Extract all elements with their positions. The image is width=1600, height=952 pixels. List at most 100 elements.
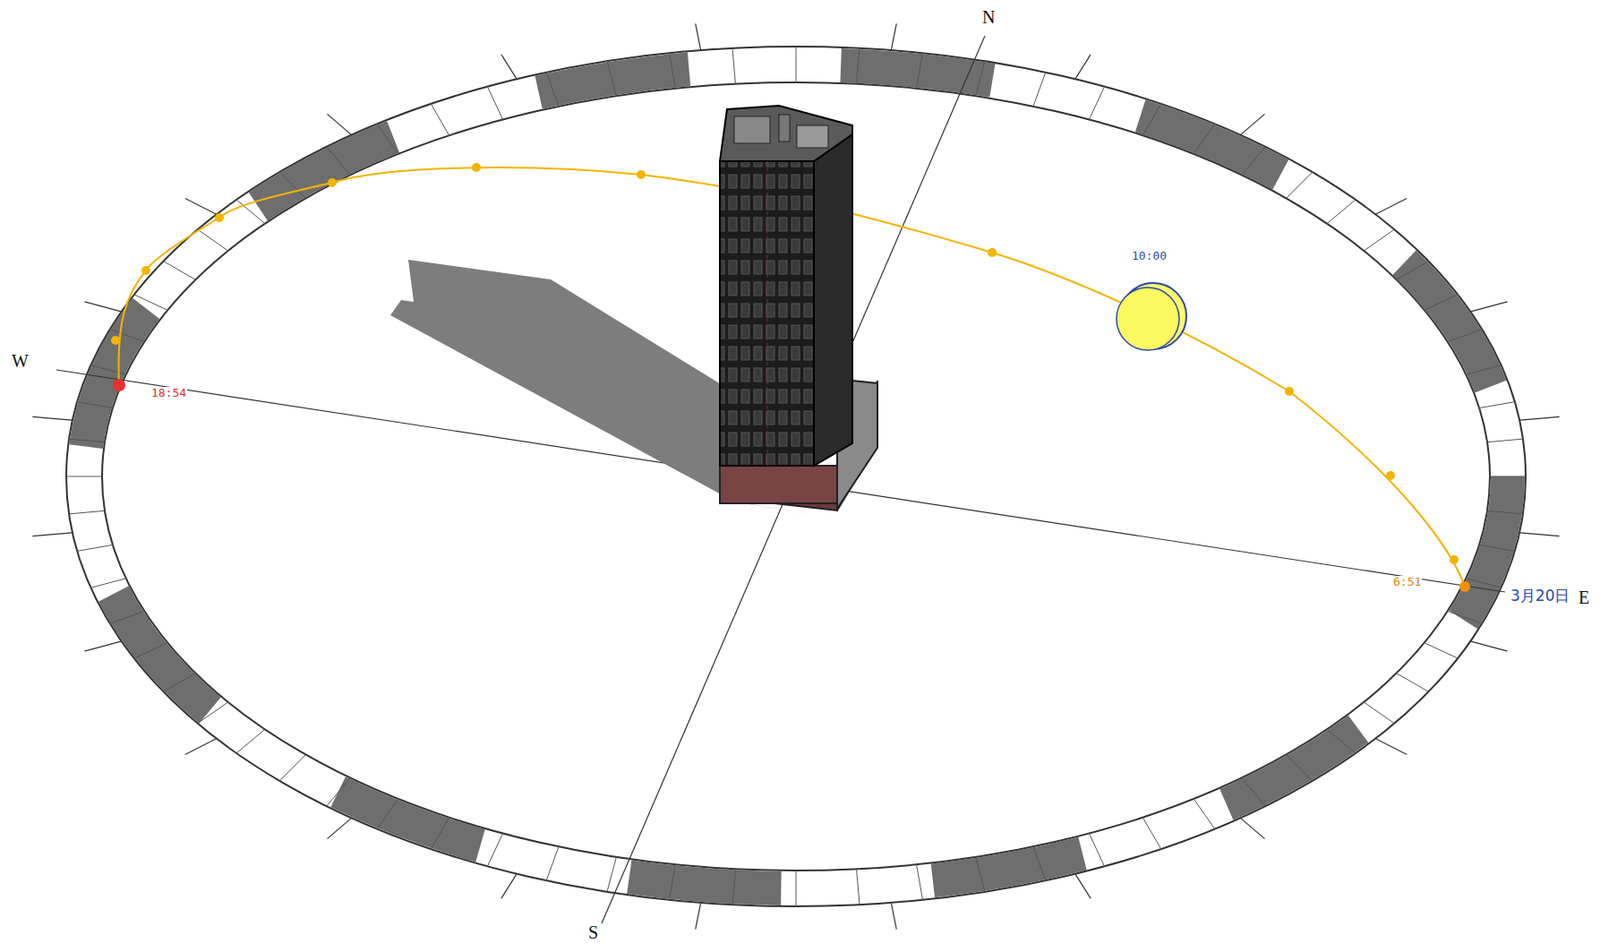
ring-cell [1446,610,1482,624]
ring-tick [891,903,898,930]
ring-cell [1088,832,1105,867]
ring-tick [32,532,72,537]
ring-cell [1285,171,1313,199]
north-south-axis [601,35,985,924]
ring-tick [891,23,898,50]
sunrise-time: 6:51 [1392,575,1422,589]
ring-cell [90,365,128,376]
sunset-marker [112,378,126,392]
ring-cell [1478,544,1515,551]
ring-cell [487,832,504,867]
ring-cell [68,510,106,514]
ring-tick [1520,532,1560,537]
ring-cell [376,123,399,155]
ring-cell [1486,438,1524,443]
ring-tick [326,818,351,839]
ring-cell [732,867,736,906]
ring-cell [65,476,103,478]
ring-cell [1285,753,1313,781]
ring-cell [546,846,559,882]
ring-tick [501,54,517,79]
ring-cell [162,673,196,693]
ring-cell [133,294,168,311]
ring-tick [1240,113,1266,135]
ring-tick [695,903,702,930]
ring-cell [975,855,985,893]
ring-cell [325,146,351,176]
ring-cell [1478,401,1515,408]
ring-cell [236,728,266,753]
ring-cell [109,610,145,624]
ring-tick [84,301,121,312]
ring-cell [795,869,797,907]
ring-cell [1423,642,1458,659]
ring-tick [1375,198,1407,215]
ring-cell [90,578,128,589]
ring-cell [855,867,860,906]
ring-cell [76,544,113,551]
ring-cell [795,45,797,84]
ring-cell [668,863,676,900]
ring-cell [133,642,168,659]
ring-cell [1486,510,1524,514]
time-label: 10:00 [1130,249,1168,263]
ring-tick [1240,818,1266,839]
ring-cell [975,59,985,97]
ring-cell [430,102,450,136]
ring-cell [76,401,113,408]
ring-cell [1241,146,1267,176]
ring-cell [68,438,106,443]
ring-cell [915,863,923,900]
ring-cell [162,261,196,281]
compass-south: S [587,922,599,942]
ring-cell [197,701,229,724]
ring-tick [695,23,702,50]
ring-tick [1375,738,1407,755]
date-label: 3月20日 [1509,587,1571,605]
ring-tick [501,873,517,899]
ring-cell [1193,123,1215,155]
ring-cell [1465,365,1503,376]
ring-cell [1326,728,1356,753]
ring-cell [1033,846,1046,882]
ring-cell [855,47,860,86]
ring-cell [607,59,617,97]
compass-north: N [981,7,996,27]
ring-cell [1326,199,1356,224]
ring-tick [1520,416,1560,420]
ring-cell [915,51,923,89]
ring-cell [1363,229,1395,251]
ring-cell [1033,71,1046,107]
sunset-time: 18:54 [150,386,188,400]
ring-cell [607,855,617,893]
ring-cell [1423,294,1458,311]
ring-tick [1075,873,1091,899]
sun [1116,287,1180,351]
ring-cell [1088,85,1105,120]
ring-cell [1446,328,1482,342]
ring-cell [1395,673,1429,693]
ring-cell [430,816,450,849]
ring-cell [1241,777,1267,806]
ring-tick [84,641,121,651]
compass-east: E [1577,587,1591,608]
ring-cell [197,229,229,251]
ring-cell [1142,102,1162,136]
ring-tick [32,416,72,420]
ring-cell [668,51,676,89]
building [719,105,878,511]
sunrise-marker [1459,581,1471,592]
ring-tick [1471,641,1508,651]
compass-west: W [10,350,30,371]
ring-tick [185,738,217,755]
ring-tick [326,113,351,135]
ring-cell [1193,798,1215,830]
ring-cell [279,753,307,781]
ring-tick [1075,54,1091,79]
ring-cell [1488,476,1527,478]
ring-cell [546,71,559,107]
ring-cell [1363,701,1395,724]
compass-ring [32,23,1559,929]
ring-tick [185,198,217,215]
